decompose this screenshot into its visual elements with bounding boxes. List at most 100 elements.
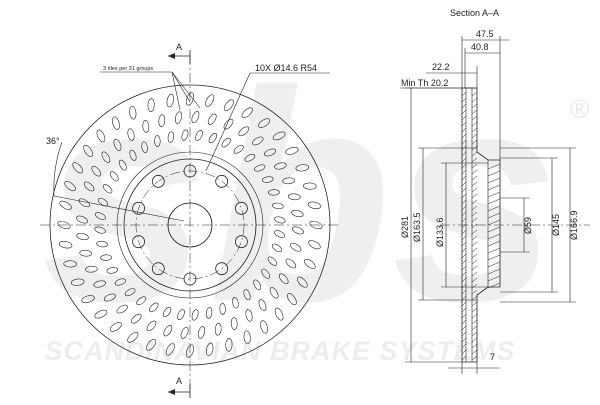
vent-hole — [64, 181, 76, 192]
bolt-hole — [215, 174, 229, 188]
bolt-hole — [234, 201, 248, 215]
vent-hole — [163, 325, 173, 337]
hatch-line — [461, 283, 467, 289]
hatch-line — [461, 253, 467, 259]
vent-hole — [109, 171, 119, 182]
vent-hole — [185, 344, 195, 358]
hatch-line — [461, 121, 467, 127]
min-thickness-label: Min Th 20.2 — [401, 78, 448, 88]
vent-hole — [94, 226, 106, 234]
vent-hole — [162, 306, 172, 318]
hatch-line — [461, 91, 467, 97]
vent-hole — [129, 149, 137, 161]
dim-166-9-label: Ø166.9 — [569, 210, 579, 240]
angle-label: 36° — [46, 136, 60, 146]
vent-hole — [295, 164, 310, 172]
hatch-line — [471, 163, 478, 169]
hatch-line — [487, 282, 501, 289]
vent-hole — [165, 343, 175, 356]
vent-hole — [205, 307, 213, 319]
hatch-line — [487, 184, 501, 191]
dim-166-9: Ø166.9 — [500, 147, 579, 303]
groups-note: 3 riles per 31 groups — [103, 66, 153, 72]
dim-47-5: 47.5 — [461, 29, 510, 160]
vent-hole — [113, 138, 122, 151]
vent-hole — [158, 114, 166, 127]
vent-hole — [59, 200, 72, 210]
hatch-line — [487, 191, 501, 198]
vent-hole — [129, 105, 137, 120]
vent-hole — [245, 309, 253, 322]
disc-front-view: A A 3 riles per 31 groups 10X Ø14.6 R54 … — [40, 42, 340, 398]
section-label-bottom: A — [176, 376, 182, 386]
vent-hole — [252, 136, 264, 146]
dim-7: 7 — [448, 352, 500, 374]
vent-hole — [244, 153, 256, 162]
hatch-line — [461, 331, 467, 337]
vent-hole — [258, 299, 267, 312]
hatch-line — [461, 295, 467, 301]
vent-hole — [94, 309, 108, 319]
vent-hole — [101, 151, 111, 163]
hatch-line — [461, 181, 467, 187]
vent-hole — [309, 220, 323, 230]
hatch-line — [461, 247, 467, 253]
hatch-line — [461, 127, 467, 133]
vent-hole — [185, 92, 195, 106]
hatch-line — [461, 199, 467, 205]
hatch-line — [487, 226, 501, 233]
hatch-line — [471, 187, 478, 193]
bolt-hole — [132, 235, 146, 249]
vent-hole — [191, 309, 199, 321]
vent-hole — [271, 243, 283, 253]
hatch-line — [487, 275, 501, 282]
vent-hole — [264, 148, 277, 157]
vent-hole — [146, 339, 157, 351]
hatch-line — [471, 283, 478, 289]
hatch-line — [471, 241, 478, 247]
vent-hole — [181, 129, 189, 141]
dim-40-8: 40.8 — [464, 42, 500, 88]
vent-hole — [81, 295, 95, 303]
vent-hole — [261, 268, 271, 279]
hatch-line — [471, 229, 478, 235]
hatch-line — [471, 319, 478, 325]
vent-hole — [307, 201, 322, 209]
hatch-line — [471, 313, 478, 319]
vent-hole — [154, 135, 161, 147]
hatch-line — [471, 97, 478, 103]
vent-hole — [76, 215, 89, 224]
hatch-line — [471, 205, 478, 211]
vent-hole — [303, 182, 317, 190]
vent-hole — [130, 313, 142, 324]
section-label-top: A — [176, 42, 182, 52]
disc-section-view: Section A–A 47.5 40.8 22.2 Min Th 20.2 — [400, 8, 590, 374]
vent-hole — [63, 260, 77, 268]
hatch-line — [461, 307, 467, 313]
vent-hole — [269, 287, 279, 299]
vent-hole — [219, 303, 226, 315]
hatch-line — [487, 254, 501, 261]
dim-7-label: 7 — [490, 352, 495, 362]
hatch-line — [461, 241, 467, 247]
section-marker-bottom: A — [168, 376, 191, 398]
hatch-line — [471, 349, 478, 355]
vent-hole — [166, 93, 174, 108]
vent-hole — [206, 342, 214, 357]
hatch-line — [471, 109, 478, 115]
hatch-line — [461, 265, 467, 271]
vent-hole — [225, 338, 233, 352]
vent-hole — [205, 94, 215, 107]
vent-hole — [127, 331, 139, 343]
hatch-line — [461, 337, 467, 343]
vent-hole — [254, 164, 266, 172]
vent-hole — [112, 116, 120, 130]
hatch-line — [471, 343, 478, 349]
vent-hole — [70, 278, 85, 286]
hatch-line — [461, 193, 467, 199]
hatch-line — [461, 163, 467, 169]
vent-hole — [243, 289, 251, 301]
dim-145: Ø145 — [500, 157, 561, 293]
bolt-hole — [151, 174, 165, 188]
